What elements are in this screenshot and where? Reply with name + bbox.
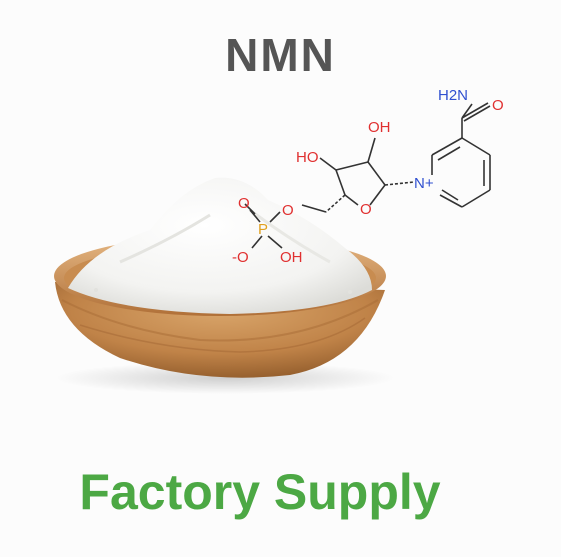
label-oh-p: OH <box>280 249 303 266</box>
label-o-double: O <box>238 195 250 212</box>
bowl-shadow <box>55 362 395 394</box>
label-p: P <box>258 221 268 238</box>
label-n-plus: N+ <box>414 175 434 192</box>
product-title: NMN <box>225 29 336 81</box>
white-powder <box>68 177 372 314</box>
label-o-amide: O <box>492 97 504 114</box>
label-oh-top: OH <box>368 119 391 136</box>
label-o-ring: O <box>360 201 372 218</box>
label-o-ester: O <box>282 202 294 219</box>
factory-supply-tagline: Factory Supply <box>79 464 441 520</box>
nmn-molecule-structure: H2N O OH HO N+ O O P O -O OH <box>232 87 504 266</box>
label-o-minus: -O <box>232 249 249 266</box>
label-ho-left: HO <box>296 149 319 166</box>
ribose-ring <box>244 137 415 249</box>
pyridinium-ring <box>431 102 491 208</box>
label-h2n: H2N <box>438 87 468 104</box>
